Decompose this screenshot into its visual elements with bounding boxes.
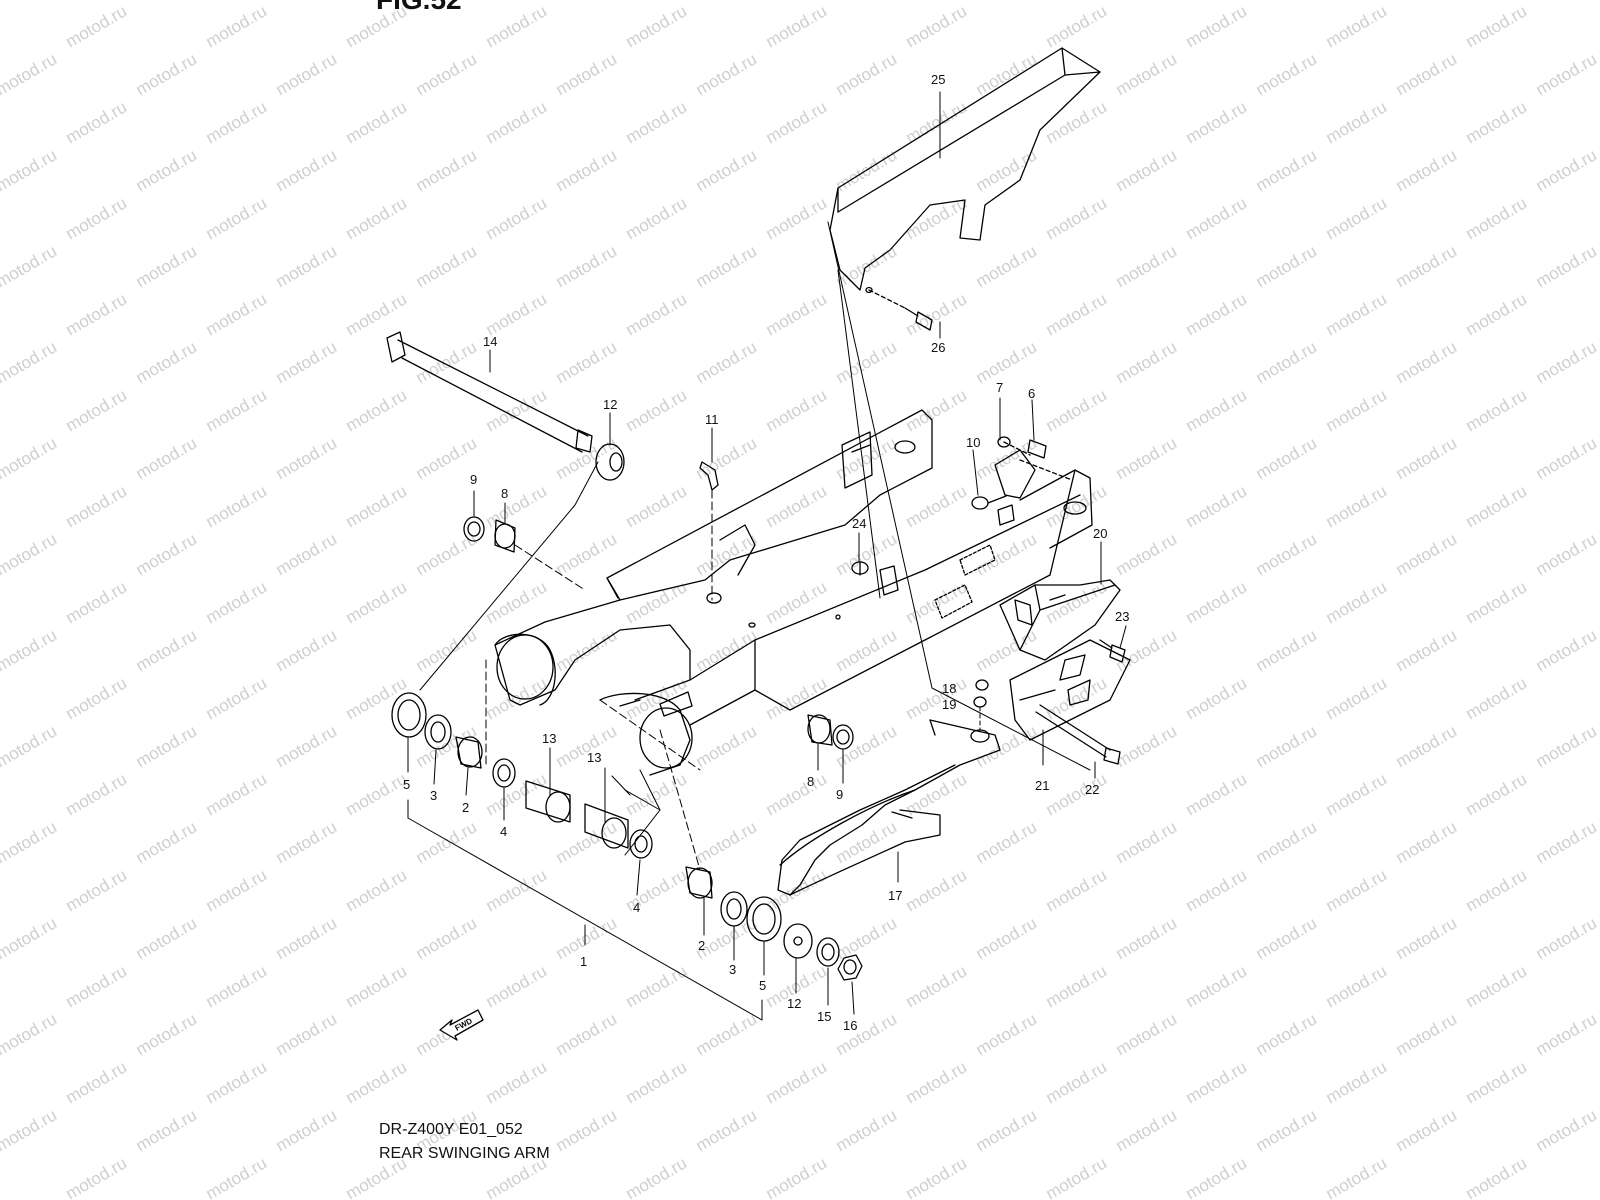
washer-part-15 [816,937,840,967]
nut-part-24 [851,561,869,576]
callout-label: 10 [966,435,980,450]
callout-label: 16 [843,1018,857,1033]
callout-label: 8 [501,486,508,501]
bearing-part-8-left [494,519,586,591]
assembly-lines [407,659,763,1021]
callout-labels: 25 26 7 6 10 14 12 11 9 8 24 20 23 18 19… [403,72,1129,1033]
callout-label: 7 [996,380,1003,395]
adjuster-part-6 [1003,439,1047,459]
chain-slider-part [777,719,1001,896]
swingarm-body-part [494,409,1093,776]
bolt-part-22 [1035,704,1121,765]
model-code: DR-Z400Y E01_052 [379,1121,523,1138]
callout-label: 4 [633,900,640,915]
callout-label: 3 [729,962,736,977]
callout-label: 19 [942,697,956,712]
bearing-part-8-right [807,714,833,746]
callout-label: 11 [705,412,719,427]
adjuster-plate-part-10 [971,449,1073,510]
callout-leaders [407,91,1127,1015]
callout-label: 20 [1093,526,1107,541]
callout-label: 4 [500,824,507,839]
seal-part-9-left [463,516,485,542]
callout-label: 2 [698,938,705,953]
callout-label: 9 [836,787,843,802]
callout-label: 6 [1028,386,1035,401]
bearing-part-2-right [685,866,713,899]
callout-label: 5 [759,978,766,993]
forward-direction-arrow-icon: FWD [439,1009,484,1041]
callout-label: 3 [430,788,437,803]
bolt-part-26 [868,289,933,331]
callout-label: 5 [403,777,410,792]
guide-plate-part [1009,639,1131,741]
callout-label: 21 [1035,778,1049,793]
bolt-part-23 [1099,639,1126,663]
callout-label: 8 [807,774,814,789]
seal-part-5-right [746,896,782,942]
washer-part-3-left [424,714,452,750]
callout-label: 15 [817,1009,831,1024]
grease-nipple-part [699,461,722,604]
screw-part-18 [975,679,989,691]
callout-label: 14 [483,334,497,349]
callout-label: 17 [888,888,902,903]
callout-label: 2 [462,800,469,815]
washer-part-12-upper [419,443,625,691]
washer-part-12-lower [783,923,813,959]
screw-part-7 [997,436,1011,448]
callout-label: 25 [931,72,945,87]
seal-part-4-left [492,758,516,788]
seal-part-5-left [391,692,427,738]
callout-label: 12 [787,996,801,1011]
seal-part-9-right [832,724,854,750]
callout-label: 12 [603,397,617,412]
callout-label: 1 [580,954,587,969]
callout-label: 13 [542,731,556,746]
figure-title: FIG.52 [376,0,462,16]
callout-label: 18 [942,681,956,696]
spacer-part-13-right [584,803,629,849]
spacer-part-13-left [525,780,571,823]
callout-label: 22 [1085,782,1099,797]
callout-label: 26 [931,340,945,355]
pivot-axle-part [386,331,593,453]
callout-label: 13 [587,750,601,765]
nut-part-16 [837,954,863,981]
bearing-part-2-left [455,736,483,769]
washer-part-3-right [720,891,748,927]
callout-label: 23 [1115,609,1129,624]
chain-case-part [829,47,1101,294]
callout-label: 24 [852,516,866,531]
section-title: REAR SWINGING ARM [379,1145,550,1162]
washer-part-19 [970,696,990,743]
seal-part-4-right [629,829,653,859]
callout-label: 9 [470,472,477,487]
chain-guide-block-part [999,579,1121,661]
